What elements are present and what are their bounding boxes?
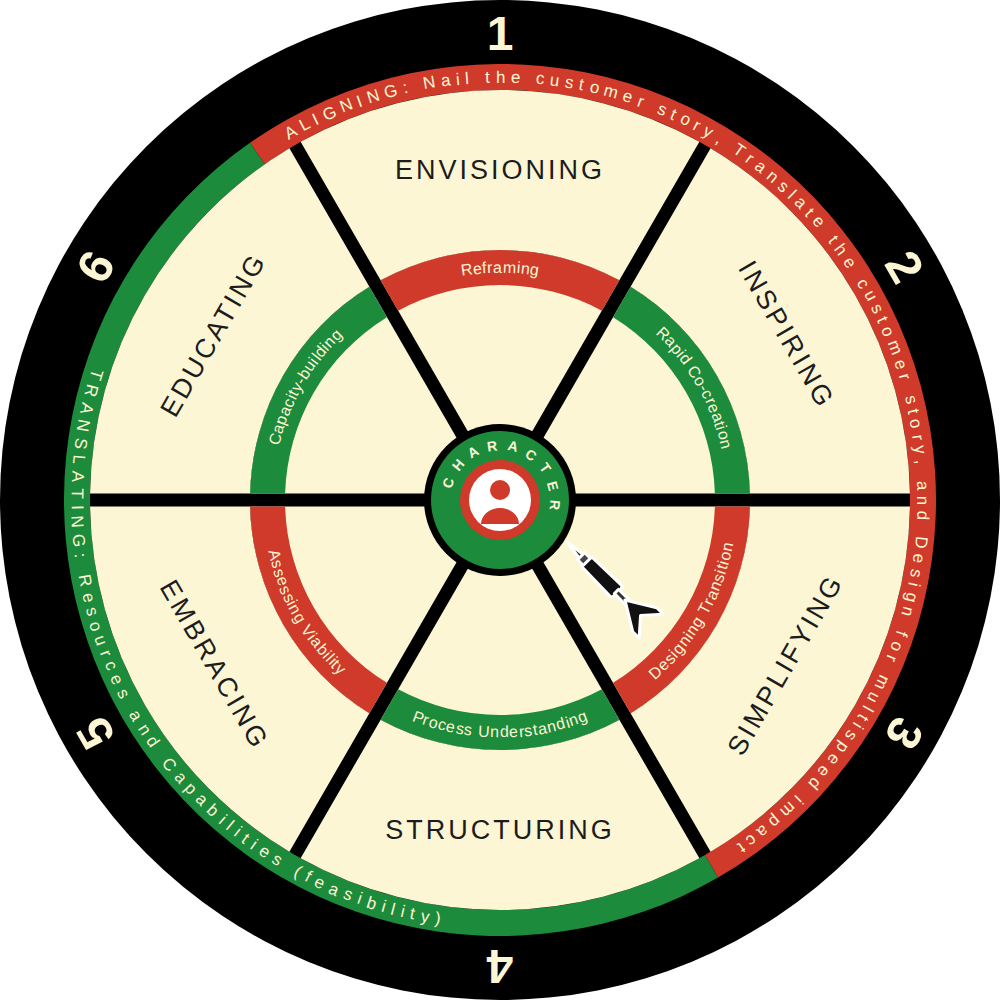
ring-segment: Rapid Co-creation xyxy=(605,281,752,502)
center-circle-fill xyxy=(431,431,569,569)
glyph xyxy=(474,69,480,86)
glyph: D xyxy=(912,535,930,549)
glyph: n xyxy=(520,260,531,277)
glyph xyxy=(913,525,930,531)
glyph: T xyxy=(68,488,85,499)
glyph: a xyxy=(440,71,452,89)
glyph: e xyxy=(472,260,482,277)
glyph: a xyxy=(914,480,931,490)
glyph: N xyxy=(69,515,87,528)
sector-number: 5 xyxy=(69,709,124,756)
sector-number: 4 xyxy=(487,942,514,990)
person-body xyxy=(481,508,519,524)
glyph: e xyxy=(509,724,519,740)
ring-segment-fill xyxy=(613,287,750,494)
ring-segment: Assessing Viability xyxy=(248,498,395,719)
glyph: e xyxy=(510,69,520,86)
ring-segment-fill xyxy=(381,689,620,750)
person-head xyxy=(490,480,510,500)
ring-segment: Process Understanding xyxy=(373,684,627,752)
glyph: d xyxy=(914,510,931,520)
glyph: R xyxy=(460,261,474,278)
glyph: G xyxy=(70,533,88,548)
glyph: t xyxy=(485,69,490,86)
sector-number: 2 xyxy=(876,243,931,290)
glyph: d xyxy=(499,724,508,740)
ring-segment: Reframing xyxy=(373,248,627,316)
glyph xyxy=(913,469,930,475)
glyph: S xyxy=(72,437,90,451)
glyph: n xyxy=(490,724,499,740)
glyph: m xyxy=(502,259,516,276)
ring-segment-fill xyxy=(250,287,387,494)
glyph: c xyxy=(536,70,546,88)
ring-segment-fill xyxy=(613,506,750,713)
sector-title: ENVISIONING xyxy=(395,157,605,184)
sector-number: 6 xyxy=(69,243,124,290)
center-circle: CHARACTER xyxy=(429,429,571,571)
ring-segment-shape xyxy=(373,684,627,752)
ring-segment: Capacity-building xyxy=(248,281,395,502)
center-disc xyxy=(469,469,531,531)
glyph: h xyxy=(496,68,505,85)
dart xyxy=(555,530,663,638)
bull-rim xyxy=(424,424,576,576)
glyph: A xyxy=(69,470,87,482)
glyph: a xyxy=(493,259,502,275)
ring-segment-shape xyxy=(248,281,395,502)
center-ring xyxy=(460,460,540,540)
ring-segment-shape xyxy=(605,281,752,502)
sector-number: 1 xyxy=(487,10,514,58)
sector-number: 3 xyxy=(876,709,931,756)
glyph: n xyxy=(914,496,931,505)
sector-title: STRUCTURING xyxy=(385,817,615,844)
glyph: U xyxy=(477,724,490,741)
glyph: I xyxy=(69,504,86,509)
glyph: y xyxy=(911,444,929,454)
ring-segment-fill xyxy=(250,506,387,713)
dart-flight xyxy=(613,588,663,638)
glyph: R xyxy=(547,500,562,511)
ring-segment-shape xyxy=(248,498,395,719)
ring-segment-shape xyxy=(373,248,627,316)
ring-segment-fill xyxy=(381,250,620,311)
glyph: N xyxy=(422,74,437,93)
